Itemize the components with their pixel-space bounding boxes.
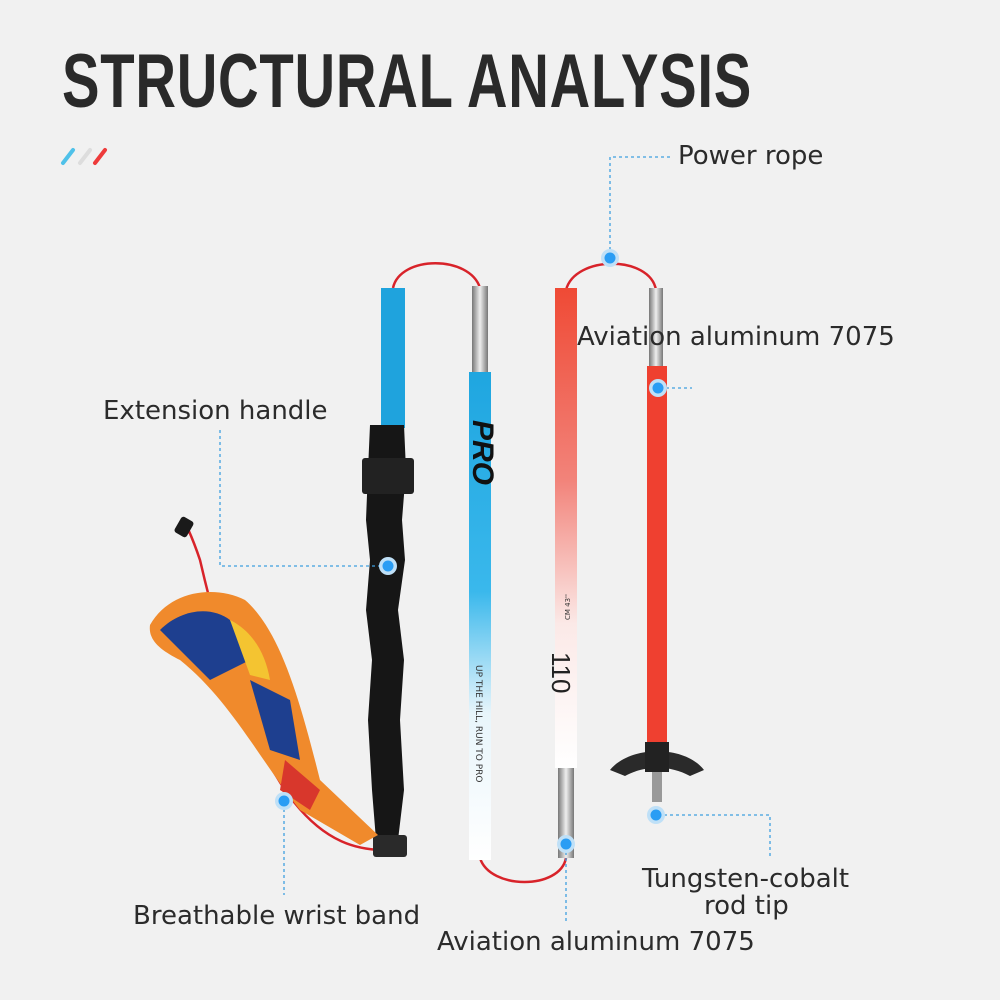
label-rod-tip-line2: rod tip	[704, 891, 789, 921]
blue-segment: PRO UP THE HILL, RUN TO PRO	[466, 286, 499, 860]
slogan-print: UP THE HILL, RUN TO PRO	[473, 665, 483, 783]
brand-print: PRO	[466, 420, 499, 485]
wrist-strap	[149, 516, 378, 845]
power-rope	[183, 262, 658, 884]
title-accent-marks	[61, 148, 107, 165]
label-rod-tip-line1: Tungsten-cobalt	[642, 864, 850, 894]
red-segment: 110 CM 43''	[546, 288, 577, 858]
label-aluminum-top: Aviation aluminum 7075	[577, 322, 895, 352]
label-power-rope: Power rope	[678, 141, 824, 171]
handle-segment	[362, 288, 414, 857]
marker-dots	[275, 249, 667, 853]
tip-segment	[610, 288, 704, 802]
length-units-print: CM 43''	[564, 594, 572, 620]
label-wrist-band: Breathable wrist band	[133, 901, 421, 931]
label-extension-handle: Extension handle	[103, 396, 328, 426]
leader-lines	[219, 156, 771, 922]
length-print: 110	[546, 652, 576, 693]
page-title: STRUCTURAL ANALYSIS	[62, 39, 753, 124]
label-aluminum-bottom: Aviation aluminum 7075	[437, 927, 755, 957]
